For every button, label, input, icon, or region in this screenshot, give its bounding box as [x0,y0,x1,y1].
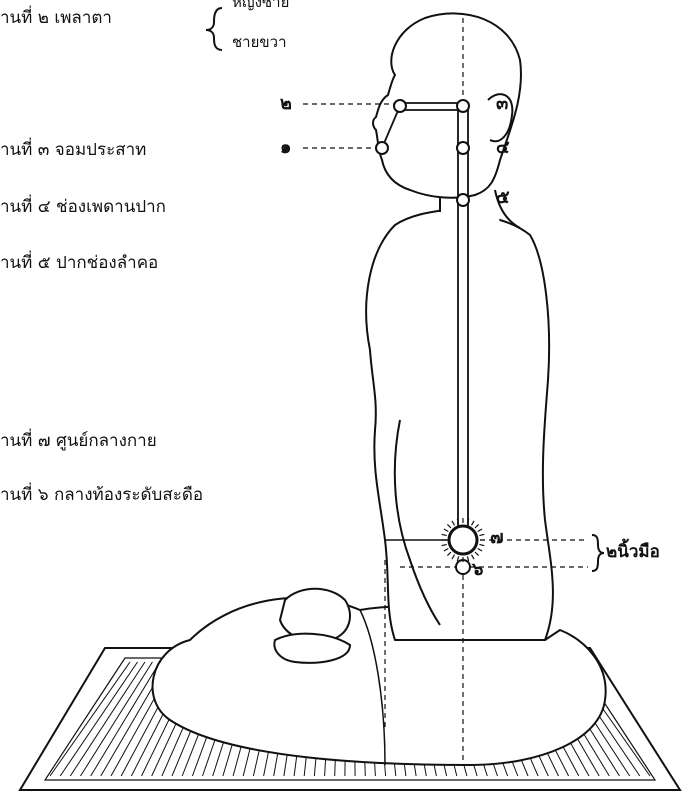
marker-3: ๓ [496,94,508,114]
body-outline [153,13,606,765]
mat-stripe [60,662,137,776]
label-pos3: านที่ ๓ จอมประสาท [0,140,146,160]
marker-7: ๗ [490,528,504,548]
fingers-bracket [592,535,604,571]
marker-5: ๕ [496,188,510,208]
marker-6: ๖ [472,560,483,580]
marker-1: ๑ [280,138,291,158]
label-pos2-sub: ชายขวา [232,32,287,52]
pos2-bracket [206,8,222,50]
label-pos5: านที่ ๕ ปากช่องลำคอ [0,253,158,273]
label-pos2-sub-top: หญิงซ้าย [232,0,289,12]
mat-stripe [81,662,153,776]
label-two-fingers: ๒นิ้วมือ [606,542,660,562]
label-pos2: านที่ ๒ เพลาตา [0,8,112,28]
marker-2: ๒ [280,94,292,114]
marker-4: ๔ [496,138,510,158]
label-pos4: านที่ ๔ ช่องเพดานปาก [0,197,166,217]
label-pos6: านที่ ๖ กลางท้องระดับสะดือ [0,485,203,505]
label-pos7: านที่ ๗ ศูนย์กลางกาย [0,431,157,451]
